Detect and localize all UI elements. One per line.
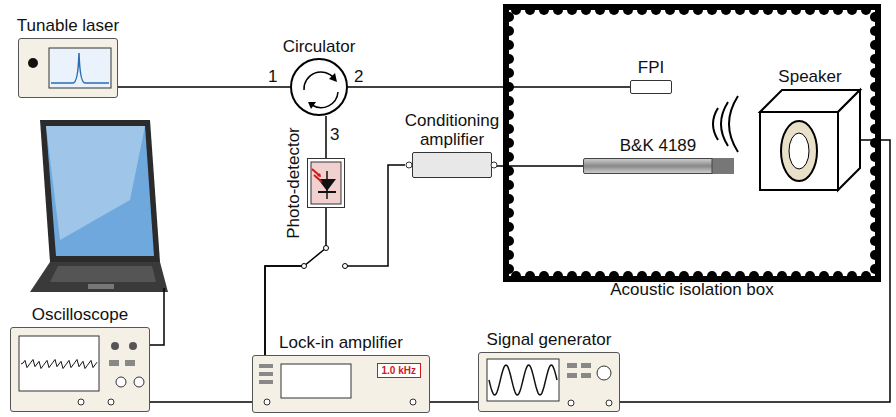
microphone-graphic	[584, 159, 732, 173]
oscilloscope: Oscilloscope	[10, 327, 150, 412]
signal-line	[150, 401, 252, 403]
device-label: Oscilloscope	[32, 305, 128, 325]
signal-line	[348, 86, 630, 88]
device-label: Lock-in amplifier	[279, 333, 403, 353]
laser-source-graphic	[19, 39, 117, 97]
signal-line	[118, 86, 290, 88]
device-label: Acoustic isolation box	[610, 280, 773, 300]
amplifier-box-graphic	[413, 153, 491, 177]
amplifier-box: Conditioning amplifier	[412, 152, 492, 178]
isolation-box: Acoustic isolation boxFPIB&K 4189Speaker	[503, 4, 881, 282]
frequency-display: 1.0 kHz	[377, 363, 421, 378]
usb-cable	[150, 288, 164, 345]
device-label: Circulator	[283, 37, 356, 57]
sound-waves	[713, 96, 738, 152]
device-label: B&K 4189	[620, 136, 697, 156]
laptop	[30, 120, 168, 292]
port-number: 2	[354, 68, 363, 85]
lock-in-amplifier: Lock-in amplifier1.0 kHz	[252, 355, 430, 413]
laser-source: Tunable laser	[18, 38, 118, 98]
speaker: Speaker	[760, 90, 860, 190]
device-label: Conditioning amplifier	[390, 111, 514, 150]
signal-generator: Signal generator	[478, 352, 620, 412]
port-number: 3	[330, 126, 339, 143]
device-label: FPI	[638, 58, 664, 78]
microphone: B&K 4189	[583, 158, 733, 174]
device-label: Tunable laser	[17, 16, 119, 36]
device-label: Signal generator	[487, 330, 612, 350]
oscilloscope-graphic	[11, 328, 149, 411]
photo-detector: Photo-detector	[307, 158, 345, 208]
switch-contact	[324, 246, 329, 251]
fpi-sensor: FPI	[630, 80, 672, 94]
signal-line	[325, 116, 327, 158]
circulator-graphic	[292, 60, 346, 114]
signal-generator-graphic	[479, 353, 619, 411]
device-label: Photo-detector	[284, 127, 304, 239]
switch-contact	[343, 264, 348, 269]
circulator: Circulator	[290, 58, 348, 116]
port-number: 1	[268, 68, 277, 85]
speaker-graphic	[760, 90, 860, 190]
device-label: Speaker	[778, 67, 841, 87]
signal-line	[430, 401, 478, 403]
switch-contact	[302, 264, 307, 269]
photo-detector-graphic	[308, 159, 344, 207]
